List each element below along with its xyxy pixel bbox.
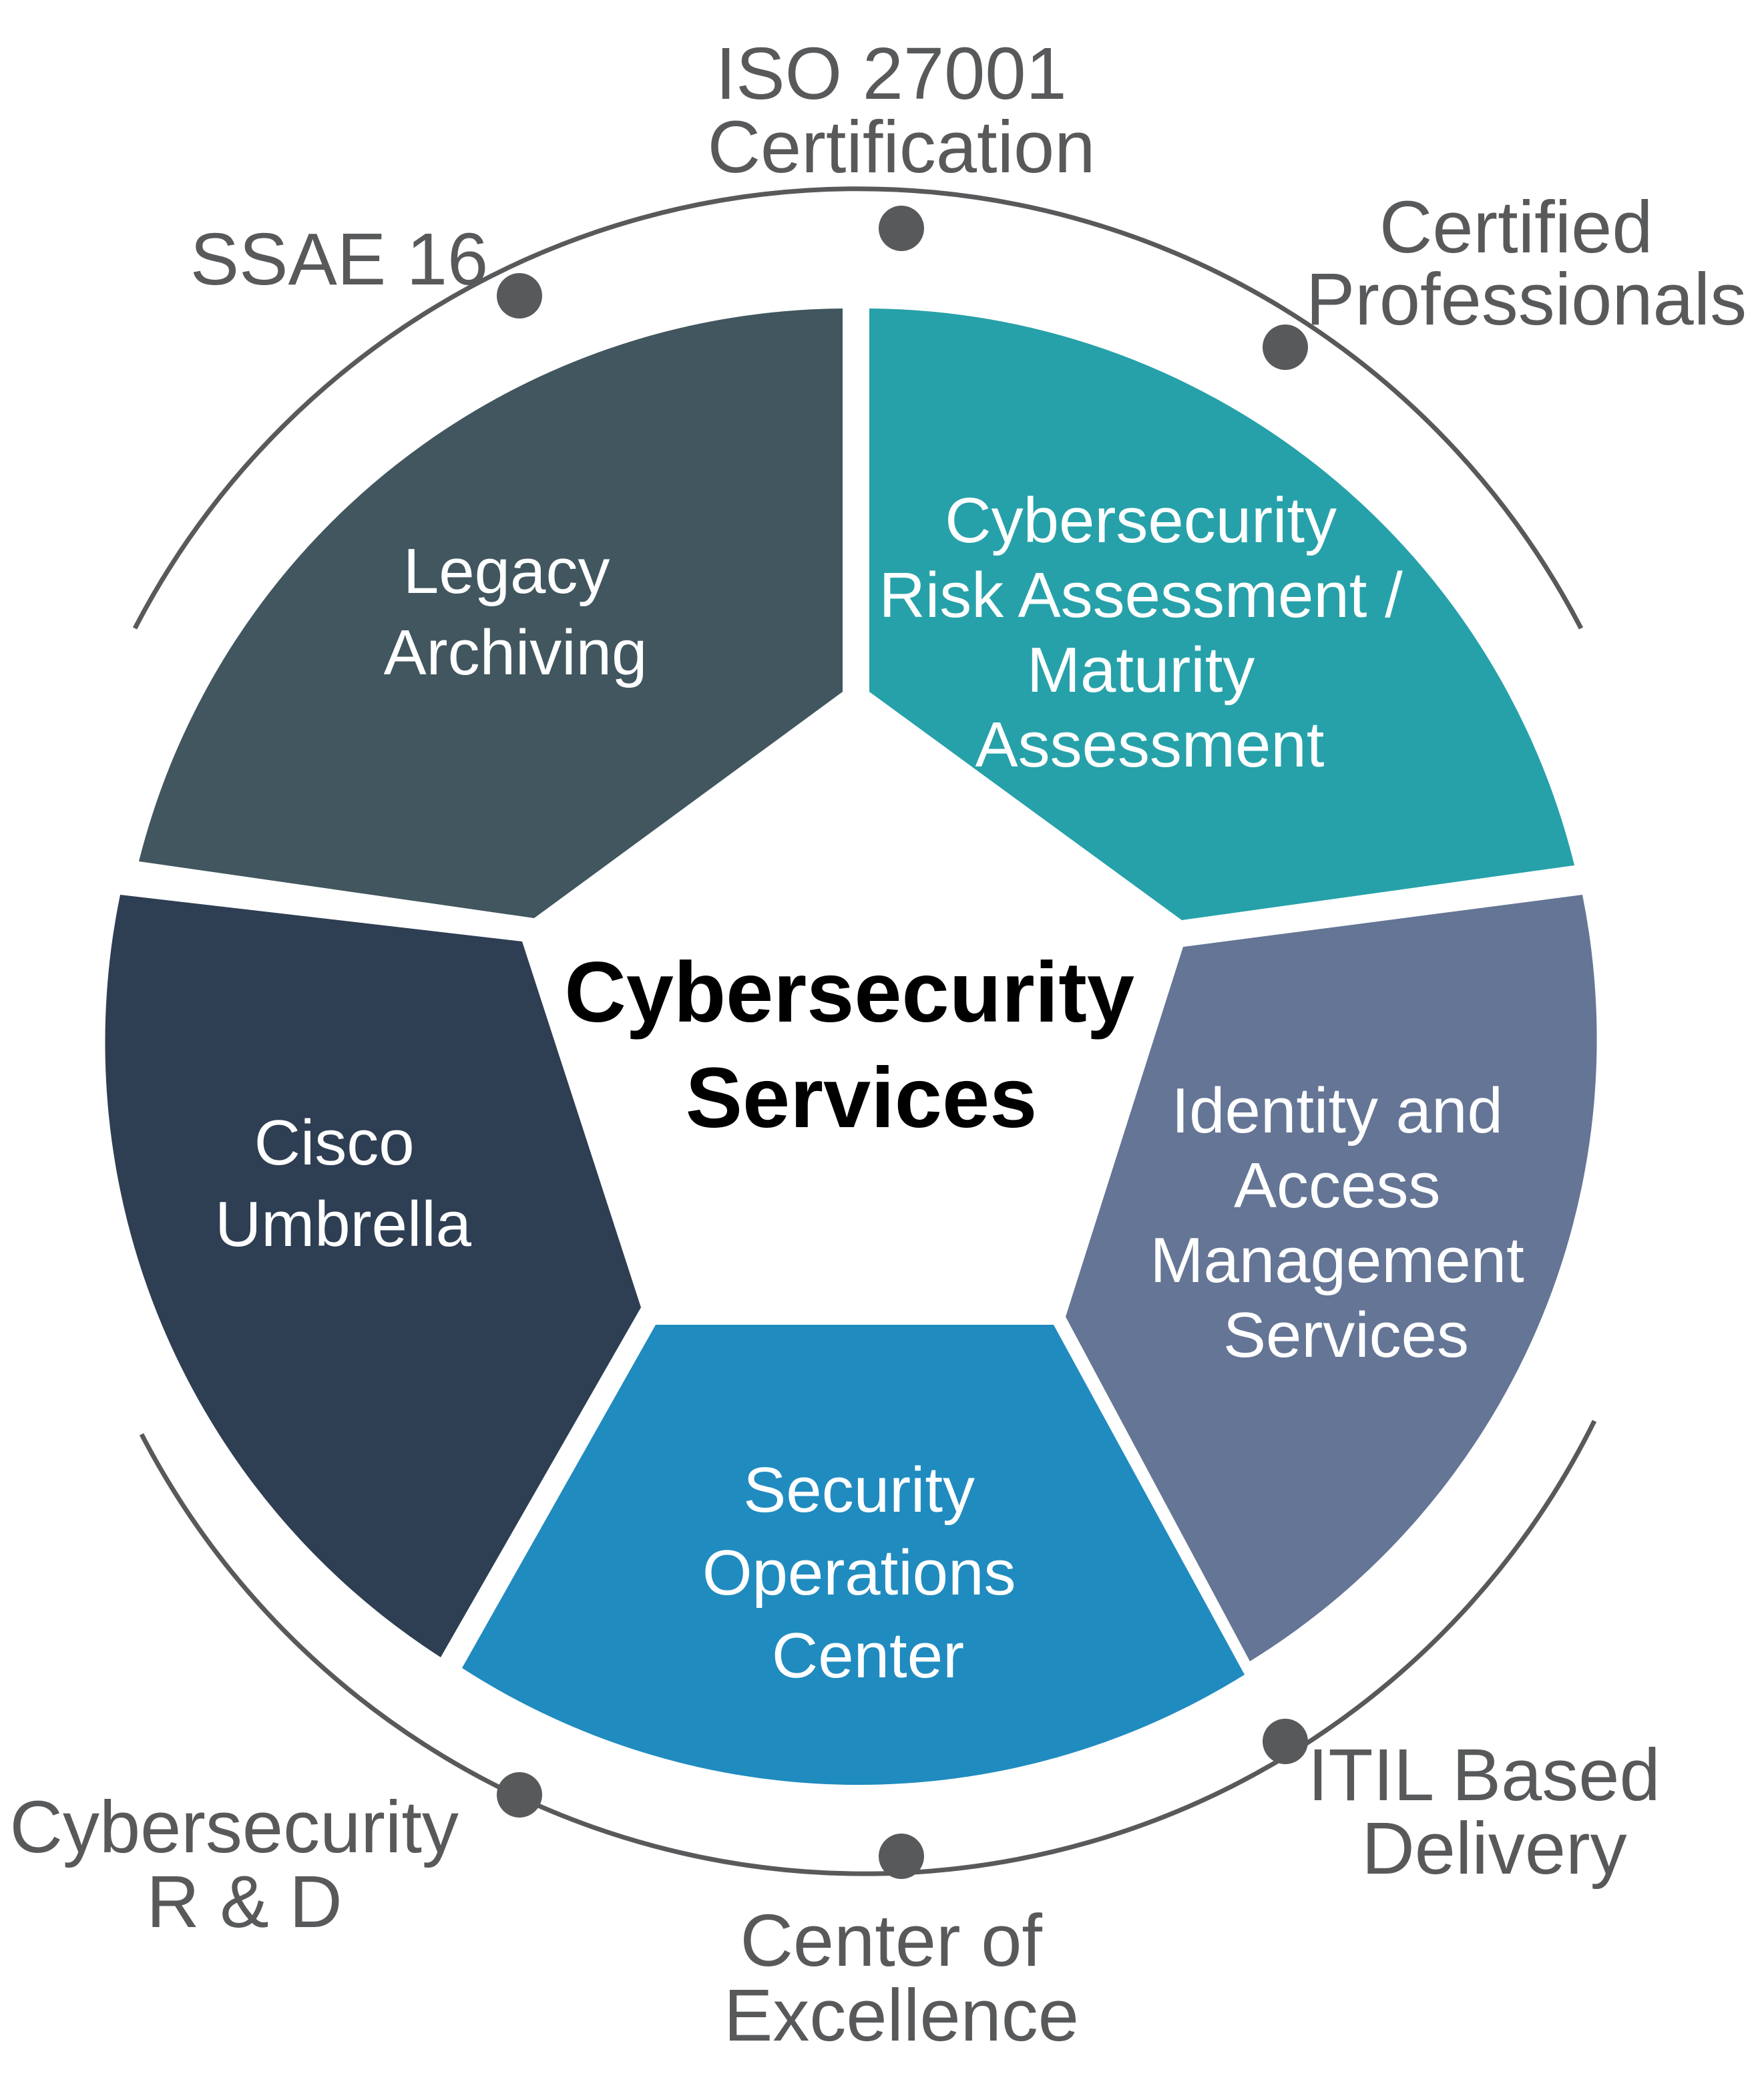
outer-label-certified-professionals: Certified Professionals	[1306, 186, 1747, 341]
segment-risk-assessment[interactable]	[869, 308, 1574, 920]
outer-label-line: R & D	[146, 1861, 342, 1943]
outer-label-iso-27001: ISO 27001 Certification	[708, 33, 1096, 188]
outer-label-line: Delivery	[1361, 1808, 1626, 1890]
ring-dot-ssae	[497, 273, 542, 319]
outer-label-line: ISO 27001	[716, 33, 1067, 115]
segment-label-line: Archiving	[384, 617, 648, 688]
outer-label-itil-delivery: ITIL Based Delivery	[1308, 1734, 1681, 1890]
outer-label-line: Professionals	[1306, 258, 1747, 341]
ring-dot-rd	[497, 1772, 542, 1818]
ring-dot-coe	[879, 1834, 924, 1879]
segment-label-line: Risk Assessment /	[879, 560, 1403, 631]
segment-label-line: Center	[772, 1620, 964, 1691]
outer-label-line: SSAE 16	[190, 218, 488, 300]
outer-ring-arc-bottom	[139, 1420, 1597, 1876]
segment-legacy-archiving[interactable]	[139, 308, 843, 918]
segment-label-line: Services	[1223, 1299, 1469, 1371]
segment-label-line: Umbrella	[215, 1189, 472, 1260]
center-title-line: Services	[686, 1050, 1038, 1146]
segment-label-line: Access	[1234, 1150, 1440, 1221]
outer-label-line: Center of	[740, 1900, 1042, 1982]
outer-label-line: Cybersecurity	[10, 1786, 459, 1868]
segment-label-line: Identity and	[1171, 1075, 1502, 1146]
segment-label-line: Assessment	[975, 709, 1325, 781]
segment-label-line: Cisco	[254, 1107, 415, 1179]
segment-label-identity-access: Identity and Access Management Services	[1150, 1075, 1542, 1371]
outer-ring-arc-top	[132, 186, 1584, 630]
center-title-line: Cybersecurity	[564, 945, 1134, 1040]
segment-label-line: Legacy	[403, 536, 610, 607]
segment-label-line: Cybersecurity	[945, 485, 1337, 556]
segment-label-line: Security	[743, 1454, 975, 1526]
segment-security-operations[interactable]	[462, 1325, 1245, 1786]
outer-label-line: Certified	[1379, 186, 1653, 268]
ring-dot-itil	[1263, 1719, 1308, 1764]
outer-label-cybersecurity-rd: Cybersecurity R & D	[10, 1786, 479, 1943]
outer-label-ssae-16: SSAE 16	[190, 218, 488, 300]
ring-dot-certified	[1263, 325, 1308, 370]
segment-identity-access[interactable]	[1066, 895, 1597, 1661]
segment-label-legacy-archiving: Legacy Archiving	[384, 536, 648, 688]
segment-label-line: Maturity	[1027, 634, 1255, 706]
segment-cisco-umbrella[interactable]	[105, 895, 641, 1657]
segment-label-risk-assessment: Cybersecurity Risk Assessment / Maturity…	[879, 485, 1421, 781]
ring-dot-iso	[879, 206, 924, 251]
segment-label-line: Operations	[702, 1537, 1016, 1609]
outer-label-line: Certification	[708, 106, 1096, 188]
segment-label-line: Management	[1150, 1225, 1524, 1296]
outer-label-line: ITIL Based	[1308, 1734, 1661, 1816]
outer-label-line: Excellence	[724, 1974, 1079, 2057]
segment-label-cisco-umbrella: Cisco Umbrella	[215, 1107, 472, 1260]
outer-label-center-of-excellence: Center of Excellence	[724, 1900, 1079, 2057]
segment-label-security-operations: Security Operations Center	[702, 1454, 1034, 1691]
center-title: Cybersecurity Services	[564, 945, 1158, 1146]
